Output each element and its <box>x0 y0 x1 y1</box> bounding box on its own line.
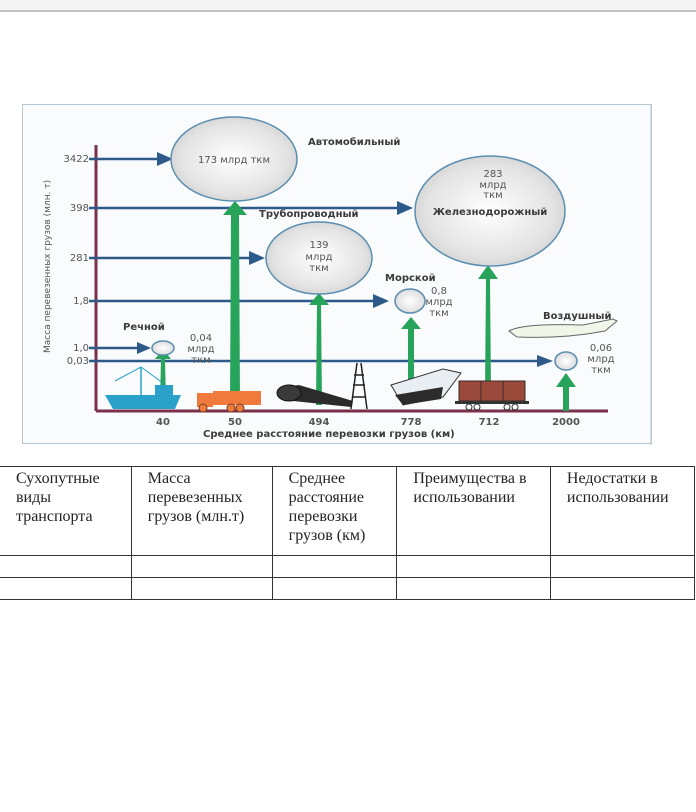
table-cell[interactable] <box>0 577 132 600</box>
bubble-sea <box>394 288 426 314</box>
diagram-svg: 3422 398 281 1,8 1,0 0,03 Масса перевезе… <box>43 105 652 445</box>
table-header-row: Сухопутные виды транспорта Масса перевез… <box>0 466 696 556</box>
arrowhead-icon <box>137 342 151 354</box>
y-tick-label: 281 <box>70 253 89 264</box>
y-tick-label: 3422 <box>64 154 89 165</box>
x-tick-label: 712 <box>479 417 500 428</box>
top-bar <box>0 0 696 12</box>
arrowhead-icon <box>373 294 389 308</box>
table-cell[interactable] <box>271 577 398 600</box>
header-advantages: Преимущества в использовании <box>396 466 551 556</box>
air-value: ткм <box>591 365 610 376</box>
bubble-rail <box>414 155 566 267</box>
transport-table: Сухопутные виды транспорта Масса перевез… <box>0 466 696 600</box>
x-tick-label: 2000 <box>552 417 580 428</box>
arrowhead-icon <box>397 201 413 215</box>
y-tick-label: 1,8 <box>73 296 89 307</box>
y-axis-label: Масса перевезенных грузов (млн. т) <box>43 180 53 353</box>
air-value: млрд <box>587 354 614 365</box>
table-cell[interactable] <box>0 555 132 578</box>
rail-value: 283 <box>483 169 502 180</box>
transport-diagram: 3422 398 281 1,8 1,0 0,03 Масса перевезе… <box>22 104 652 445</box>
label-sea: Морской <box>385 273 436 284</box>
header-average-distance: Среднее расстояние перевозки грузов (км) <box>271 466 398 556</box>
x-tick-label: 50 <box>228 417 242 428</box>
air-value: 0,06 <box>590 343 612 354</box>
table-cell[interactable] <box>130 555 273 578</box>
pipeline-icon <box>276 384 353 407</box>
table-cell[interactable] <box>549 555 696 578</box>
v-arrow-rail <box>478 265 498 395</box>
label-auto: Автомобильный <box>308 136 400 148</box>
x-tick-label: 40 <box>156 417 170 428</box>
sea-value: ткм <box>429 308 448 319</box>
rail-value: ткм <box>483 190 502 201</box>
arrowhead-icon <box>249 251 265 265</box>
label-pipe: Трубопроводный <box>259 208 359 220</box>
y-tick-label: 398 <box>70 203 89 214</box>
header-transport-type: Сухопутные виды транспорта <box>0 466 132 556</box>
rail-value: млрд <box>479 180 506 191</box>
bubble-river <box>151 340 175 356</box>
bubble-auto <box>170 116 298 202</box>
v-arrow-air <box>556 373 576 411</box>
x-axis-label: Среднее расстояние перевозки грузов (км) <box>203 429 455 440</box>
pipe-value: 139 <box>309 240 328 251</box>
river-value: ткм <box>191 355 210 366</box>
y-tick-label: 1,0 <box>73 343 89 354</box>
table-cell[interactable] <box>396 555 551 578</box>
table-cell[interactable] <box>396 577 551 600</box>
airplane-icon <box>508 318 618 338</box>
table-row <box>0 555 696 578</box>
v-arrow-river <box>155 349 171 405</box>
label-river: Речной <box>123 322 165 333</box>
sea-value: млрд <box>425 297 452 308</box>
arrowhead-icon <box>537 355 553 367</box>
river-value: 0,04 <box>190 333 212 344</box>
v-arrow-sea <box>401 317 421 401</box>
x-tick-label: 778 <box>401 417 422 428</box>
header-disadvantages: Недостатки в использовании <box>549 466 696 556</box>
table-cell[interactable] <box>271 555 398 578</box>
truck-icon <box>197 391 261 413</box>
pipe-value: млрд <box>305 252 332 263</box>
pipe-value: ткм <box>309 263 328 274</box>
header-cargo-mass: Масса перевезенных грузов (млн.т) <box>130 466 273 556</box>
table-cell[interactable] <box>130 577 273 600</box>
label-air: Воздушный <box>543 311 611 322</box>
y-tick-label: 0,03 <box>67 356 89 367</box>
auto-value: 173 млрд ткм <box>198 155 270 166</box>
ship-icon <box>105 366 181 409</box>
table-cell[interactable] <box>549 577 696 600</box>
label-rail: Железнодорожный <box>433 207 548 218</box>
v-arrow-auto <box>223 201 247 405</box>
sea-ship-icon <box>390 368 462 406</box>
v-arrow-pipe <box>309 293 329 405</box>
oil-rig-icon <box>350 362 368 410</box>
x-tick-label: 494 <box>309 417 330 428</box>
table-row <box>0 577 696 600</box>
bubble-air <box>554 351 578 371</box>
freight-car-icon <box>455 380 529 411</box>
arrowhead-icon <box>157 152 173 166</box>
river-value: млрд <box>187 344 214 355</box>
sea-value: 0,8 <box>431 286 447 297</box>
bubble-pipe <box>265 221 373 295</box>
